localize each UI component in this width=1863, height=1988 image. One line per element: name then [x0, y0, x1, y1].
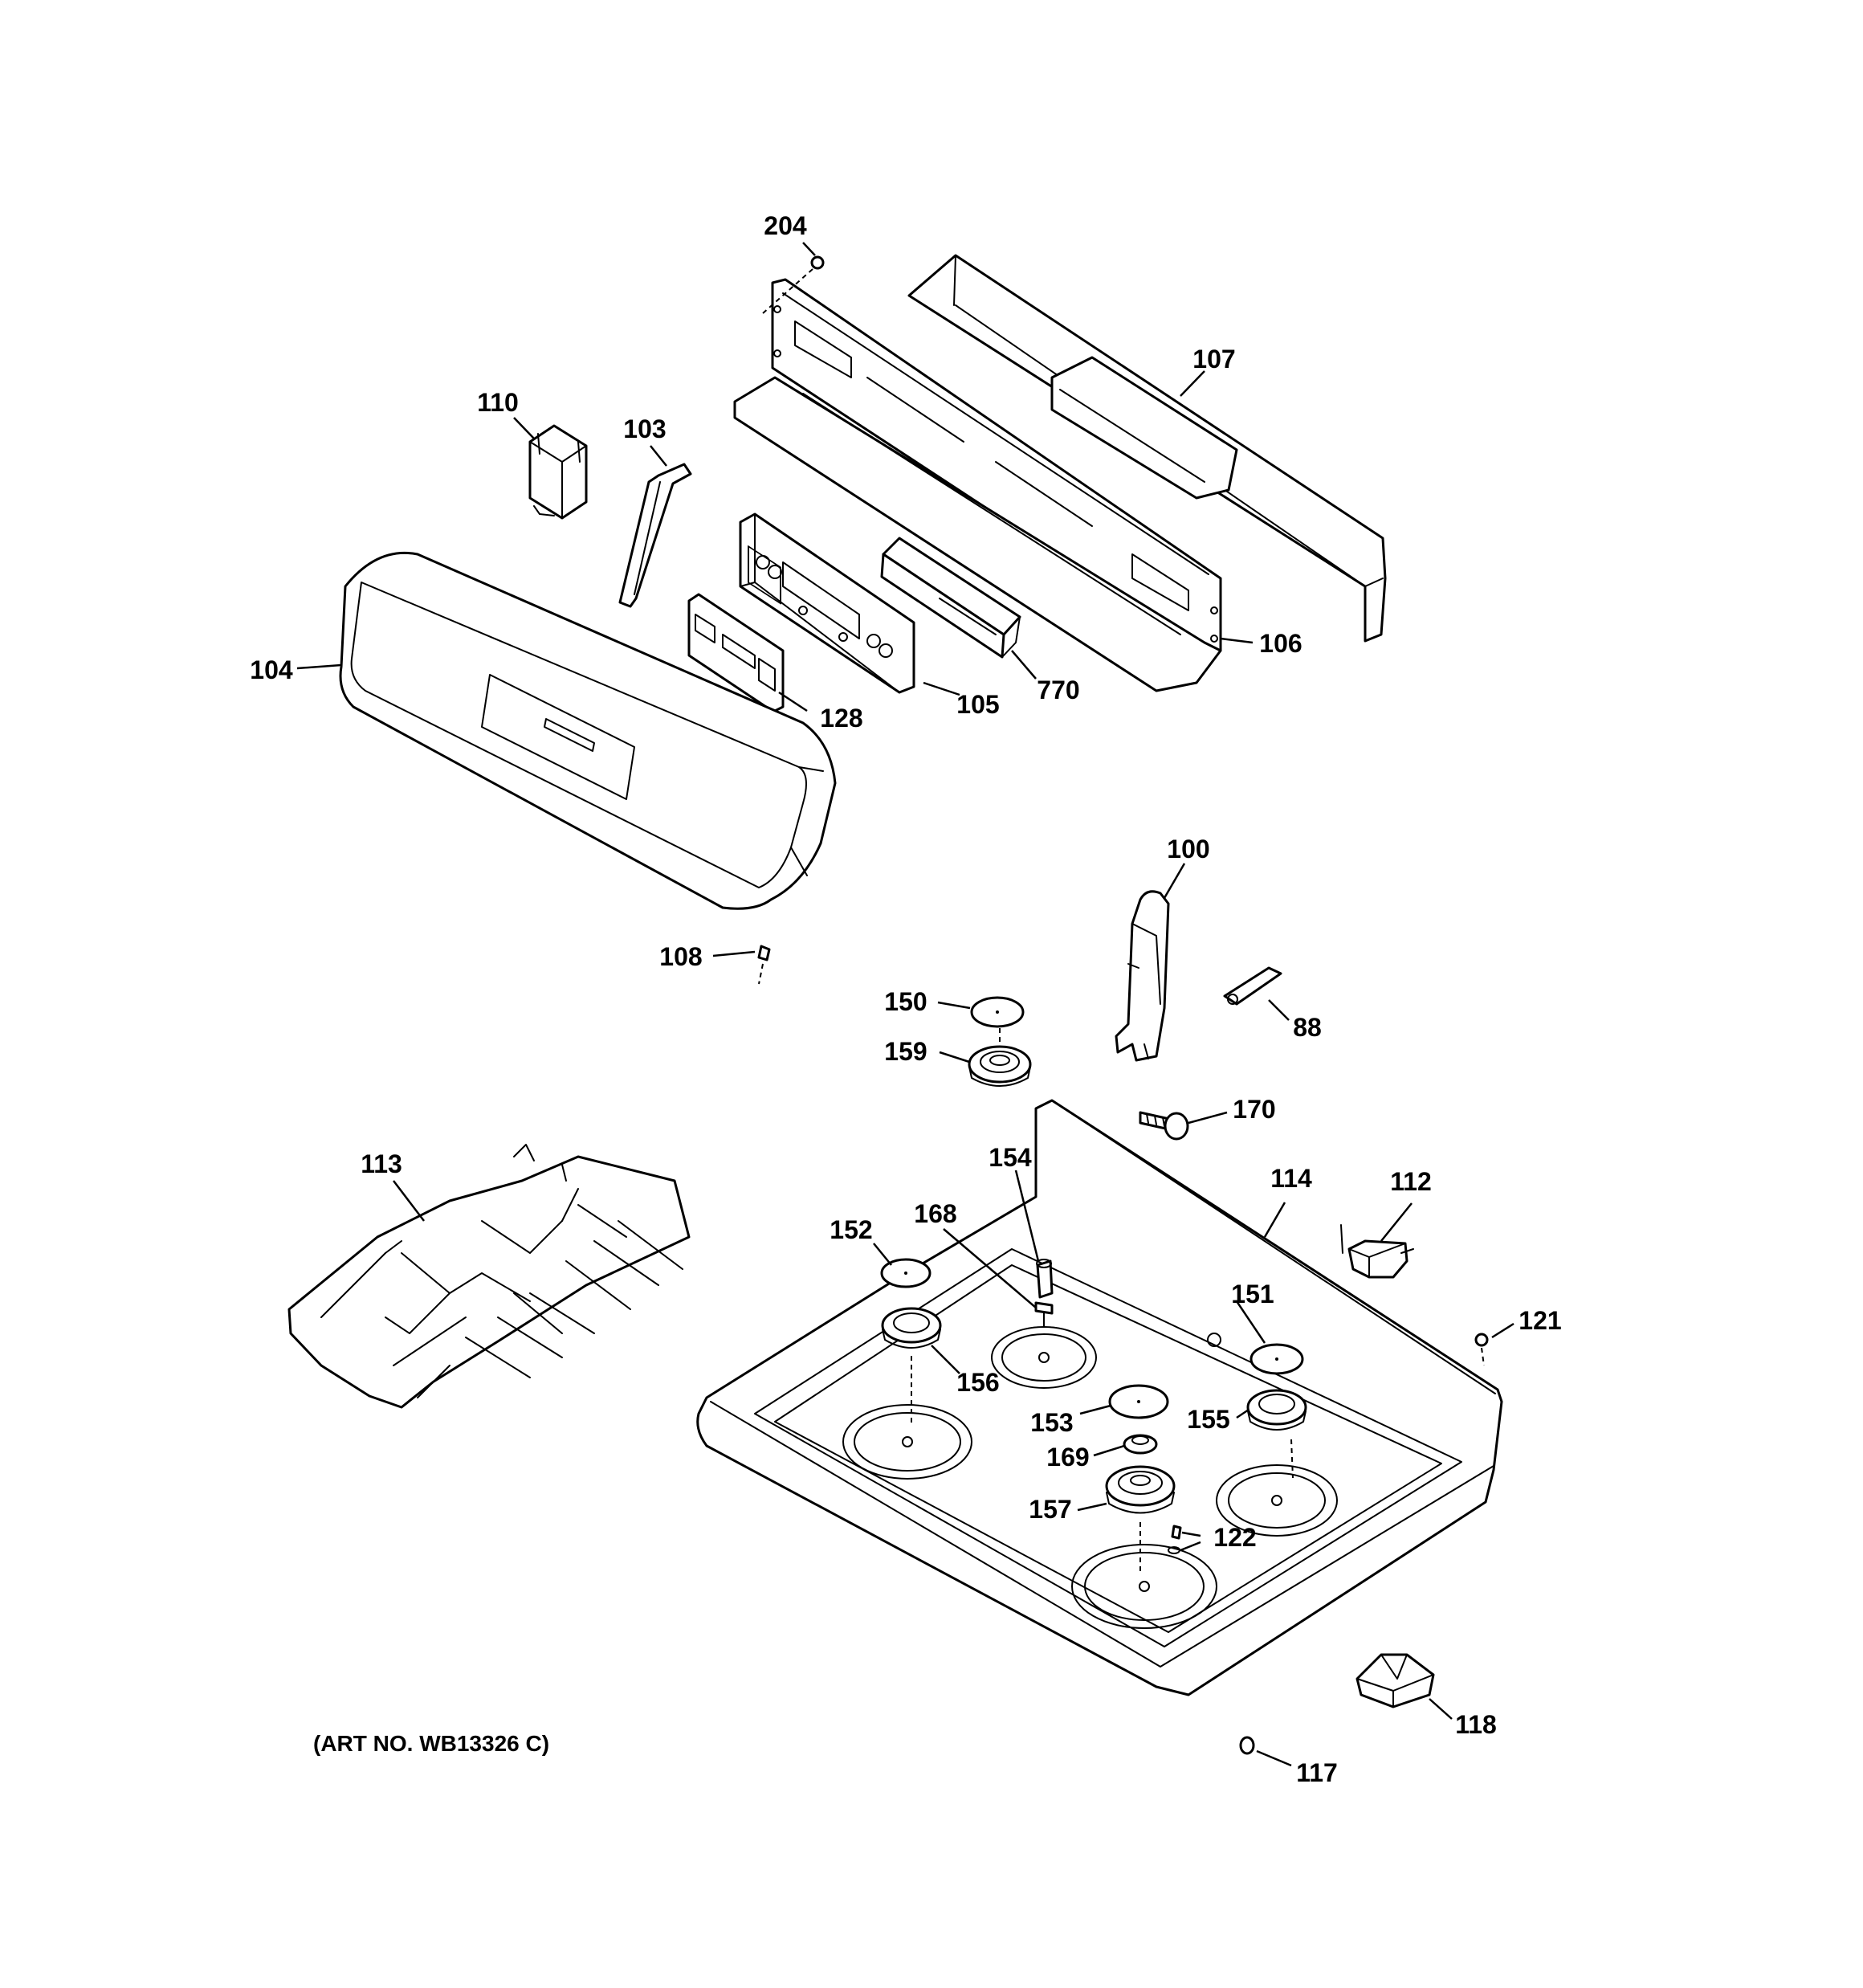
- part-150-burner-cap: [970, 996, 1025, 1028]
- label-104: 104: [250, 655, 293, 684]
- label-108: 108: [659, 942, 702, 971]
- part-112-switch: [1340, 1224, 1414, 1279]
- part-107-rear-cover: [907, 254, 1387, 643]
- label-170: 170: [1233, 1095, 1275, 1124]
- label-168: 168: [914, 1199, 956, 1228]
- part-168-orifice: [1034, 1301, 1054, 1328]
- part-153-burner-cap: [1108, 1384, 1169, 1419]
- label-118: 118: [1455, 1710, 1497, 1739]
- label-154: 154: [989, 1143, 1032, 1172]
- part-157-burner-head: [1105, 1465, 1176, 1574]
- label-150: 150: [884, 987, 927, 1016]
- label-770: 770: [1037, 676, 1079, 704]
- leader-lines: [296, 242, 1514, 1767]
- part-100-side-bracket: [1115, 890, 1170, 1062]
- part-204-screw: [762, 255, 825, 314]
- part-110-relay: [528, 424, 588, 520]
- label-157: 157: [1029, 1495, 1071, 1524]
- part-122-screws: [1168, 1525, 1182, 1554]
- label-113: 113: [361, 1149, 402, 1178]
- part-104-control-panel: [339, 551, 837, 910]
- part-770-bracket: [880, 537, 1021, 659]
- part-88-clip: [1223, 966, 1282, 1006]
- part-106-backguard-frame: [733, 278, 1222, 692]
- part-118-foot: [1355, 1653, 1435, 1708]
- label-152: 152: [830, 1215, 872, 1244]
- label-122: 122: [1213, 1523, 1256, 1552]
- label-128: 128: [820, 704, 862, 733]
- label-110: 110: [477, 388, 519, 417]
- part-154-fitting: [1036, 1259, 1054, 1299]
- label-112: 112: [1390, 1167, 1432, 1196]
- label-155: 155: [1187, 1405, 1229, 1434]
- part-113-grate: [287, 1144, 691, 1409]
- part-103-bracket: [618, 463, 692, 608]
- part-155-burner-head: [1246, 1389, 1307, 1479]
- part-151-burner-cap: [1249, 1343, 1304, 1375]
- part-108-screw: [757, 945, 771, 985]
- part-117-screw: [1239, 1736, 1255, 1755]
- label-151: 151: [1231, 1280, 1274, 1308]
- part-114-cooktop: [696, 1099, 1503, 1696]
- part-128-overlay: [687, 593, 785, 713]
- label-103: 103: [623, 414, 666, 443]
- part-152-burner-cap: [880, 1258, 932, 1288]
- art-number: (ART NO. WB13326 C): [313, 1731, 549, 1756]
- label-105: 105: [956, 690, 999, 719]
- label-88: 88: [1293, 1013, 1322, 1042]
- part-156-burner-head: [881, 1307, 942, 1426]
- label-153: 153: [1030, 1408, 1073, 1437]
- label-107: 107: [1192, 345, 1235, 374]
- label-204: 204: [764, 211, 807, 240]
- label-121: 121: [1519, 1306, 1561, 1335]
- label-156: 156: [956, 1368, 999, 1397]
- label-169: 169: [1046, 1443, 1089, 1472]
- part-170-screw: [1139, 1111, 1189, 1141]
- callout-labels: 204 107 110 103 104 106 770 105 128 100 …: [250, 211, 1561, 1787]
- part-105-control-board: [739, 512, 915, 694]
- part-159-burner-head: [968, 1028, 1032, 1087]
- label-100: 100: [1167, 835, 1209, 863]
- label-159: 159: [884, 1037, 927, 1066]
- part-169-burner-base: [1123, 1434, 1158, 1455]
- part-121-screw: [1474, 1333, 1489, 1366]
- label-117: 117: [1296, 1758, 1338, 1787]
- label-114: 114: [1270, 1164, 1312, 1193]
- label-106: 106: [1259, 629, 1302, 658]
